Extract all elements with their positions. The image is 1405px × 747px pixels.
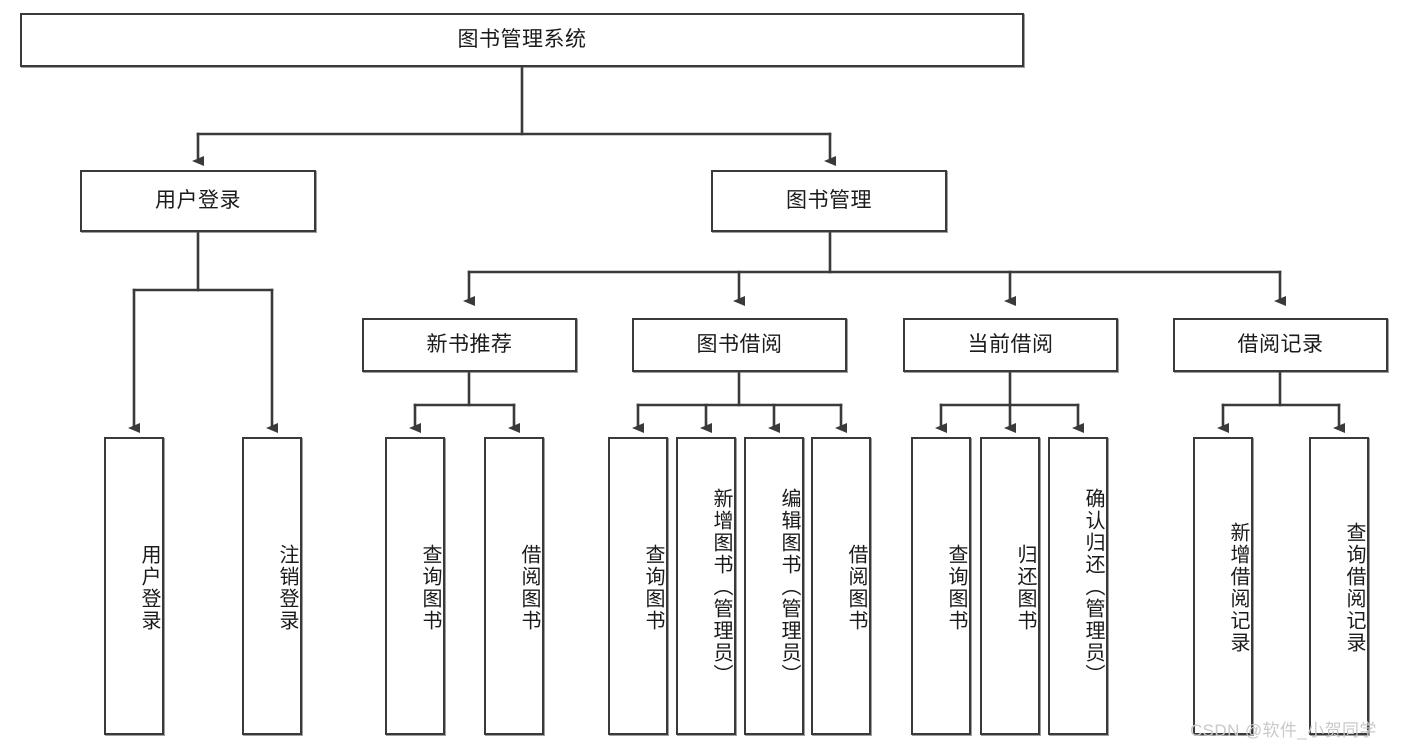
node-label: 注销登录 <box>276 544 298 632</box>
node-root-label: 图书管理系统 <box>457 28 587 52</box>
leaf-query-book-borrow[interactable]: 查询图书 <box>608 437 668 735</box>
node-label: 查询图书 <box>642 544 664 632</box>
node-book-management[interactable]: 图书管理 <box>711 170 947 232</box>
node-label: 新增图书（管理员） <box>710 488 732 686</box>
leaf-return-book[interactable]: 归还图书 <box>980 437 1040 735</box>
leaf-borrow-book-recommend[interactable]: 借阅图书 <box>484 437 544 735</box>
node-label: 查询图书 <box>945 544 967 632</box>
leaf-confirm-return-admin[interactable]: 确认归还（管理员） <box>1048 437 1108 735</box>
node-label: 借阅记录 <box>1237 333 1324 357</box>
node-label: 确认归还（管理员） <box>1082 488 1104 686</box>
leaf-user-login[interactable]: 用户登录 <box>104 437 164 735</box>
node-label: 新书推荐 <box>426 333 513 357</box>
leaf-edit-book-admin[interactable]: 编辑图书（管理员） <box>744 437 804 735</box>
leaf-add-book-admin[interactable]: 新增图书（管理员） <box>676 437 736 735</box>
node-label: 用户登录 <box>155 189 241 213</box>
leaf-query-borrow-record[interactable]: 查询借阅记录 <box>1309 437 1369 735</box>
node-current-borrow[interactable]: 当前借阅 <box>903 318 1118 372</box>
node-label: 图书借阅 <box>696 333 783 357</box>
node-root[interactable]: 图书管理系统 <box>20 13 1024 67</box>
node-label: 当前借阅 <box>967 333 1054 357</box>
node-label: 借阅图书 <box>845 544 867 632</box>
node-label: 图书管理 <box>786 189 872 213</box>
node-book-borrow[interactable]: 图书借阅 <box>632 318 847 372</box>
node-label: 借阅图书 <box>518 544 540 632</box>
node-label: 新增借阅记录 <box>1227 522 1249 654</box>
node-label: 查询图书 <box>419 544 441 632</box>
node-label: 编辑图书（管理员） <box>778 488 800 686</box>
node-label: 查询借阅记录 <box>1343 522 1365 654</box>
node-label: 归还图书 <box>1014 544 1036 632</box>
leaf-borrow-book[interactable]: 借阅图书 <box>811 437 871 735</box>
node-user-login[interactable]: 用户登录 <box>80 170 316 232</box>
leaf-query-book-current[interactable]: 查询图书 <box>911 437 971 735</box>
leaf-add-borrow-record[interactable]: 新增借阅记录 <box>1193 437 1253 735</box>
leaf-logout[interactable]: 注销登录 <box>242 437 302 735</box>
node-new-book-recommend[interactable]: 新书推荐 <box>362 318 577 372</box>
leaf-query-book-recommend[interactable]: 查询图书 <box>385 437 445 735</box>
node-borrow-record[interactable]: 借阅记录 <box>1173 318 1388 372</box>
node-label: 用户登录 <box>138 544 160 632</box>
